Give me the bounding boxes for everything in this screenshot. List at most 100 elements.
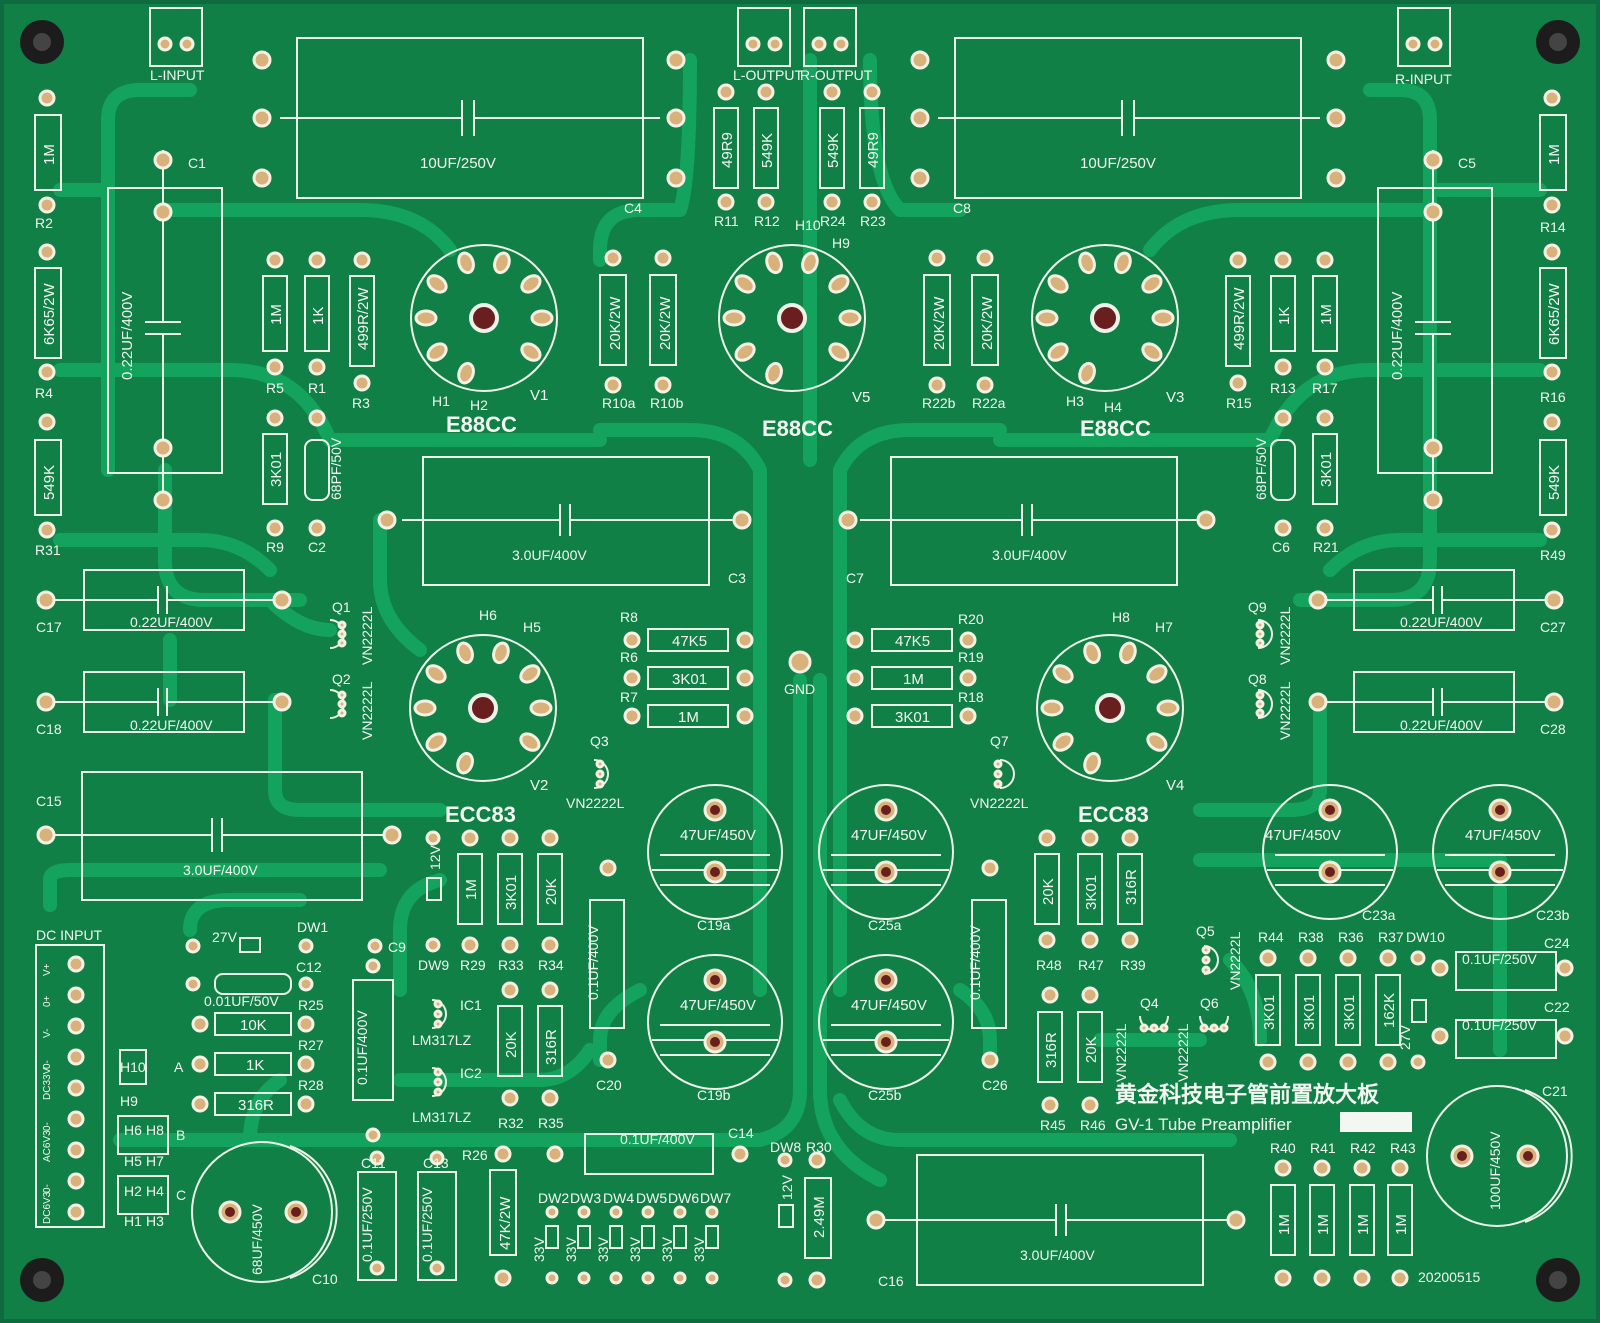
- dw9-ref: DW9: [418, 957, 449, 973]
- h4-label: H4: [1104, 399, 1122, 415]
- socket-pin: [801, 251, 819, 275]
- r5-ref: R5: [266, 380, 284, 396]
- r39-value: 316R: [1123, 869, 1140, 905]
- zener-pad: [641, 1271, 655, 1285]
- dw1-ref: DW1: [297, 919, 328, 935]
- h9-pin-label: H9: [120, 1093, 138, 1109]
- r43-value: 1M: [1393, 1214, 1410, 1235]
- small-film-caps: 0.1UF/400V C20 0.1UF/400V C26 0.1UF/400V…: [546, 859, 1008, 1175]
- q7-value: VN2222L: [970, 795, 1029, 811]
- q6-ref: Q6: [1200, 995, 1219, 1011]
- r12-ref: R12: [754, 213, 780, 229]
- r3-ref: R3: [352, 395, 370, 411]
- zener-pad: [705, 1271, 719, 1285]
- r48-ref: R48: [1036, 957, 1062, 973]
- c5-value: 0.22UF/400V: [1389, 292, 1406, 380]
- dw4-ref: DW4: [603, 1190, 634, 1206]
- z12-left-value: 12V: [427, 844, 443, 870]
- r22a-ref: R22a: [972, 395, 1006, 411]
- socket-pin: [456, 641, 474, 665]
- capacitor-c18: 0.22UF/400V C18: [36, 671, 292, 737]
- r17-value: 1M: [1318, 304, 1335, 325]
- r30-ref: R30: [806, 1139, 832, 1155]
- r7-ref: R7: [620, 689, 638, 705]
- capacitor-c16: 3.0UF/400V C16: [866, 1154, 1246, 1289]
- dc-pin-label: V+: [42, 963, 53, 976]
- r11-value: 49R9: [719, 132, 736, 168]
- r17-ref: R17: [1312, 380, 1338, 396]
- r2-value: 1M: [41, 144, 58, 165]
- r13-ref: R13: [1270, 380, 1296, 396]
- tube-socket-v3: E88CC V3 H3 H4: [1031, 244, 1184, 441]
- c19a-value: 47UF/450V: [680, 827, 756, 844]
- capacitor-c24: 0.1UF/250V C24: [1431, 935, 1574, 991]
- zener-value: 33V: [659, 1236, 675, 1262]
- r15-value: 499R/2W: [1231, 287, 1248, 350]
- r34-ref: R34: [538, 957, 564, 973]
- q4-value: VN2222L: [1113, 1023, 1129, 1082]
- r26-value: 47K/2W: [497, 1196, 514, 1250]
- socket-pin: [1052, 732, 1074, 752]
- socket-pin: [1047, 342, 1069, 362]
- c8-ref: C8: [953, 200, 971, 216]
- socket-pin: [1119, 641, 1137, 665]
- right-column-resistors: 1M R14 6K65/2W R16 549K R49: [1539, 89, 1567, 563]
- h6-pin-label: H6: [124, 1122, 142, 1138]
- dc-pin: [67, 1017, 85, 1035]
- plate-resistors: 20K/2W R10a 20K/2W R10b 20K/2W R22b 20K/…: [599, 249, 1006, 411]
- zener-value: 33V: [563, 1236, 579, 1262]
- c23a-ref: C23a: [1362, 907, 1396, 923]
- socket-pin: [734, 274, 756, 294]
- z27-left-value: 27V: [212, 929, 238, 945]
- c26-value: 0.1UF/400V: [967, 925, 983, 1000]
- r10b-value: 20K/2W: [657, 296, 674, 350]
- r12-value: 549K: [759, 133, 776, 168]
- r22b-value: 20K/2W: [931, 296, 948, 350]
- c2-ref: C2: [308, 539, 326, 555]
- capacitor-c28: 0.22UF/400V C28: [1308, 671, 1566, 737]
- capacitor-c15: 3.0UF/400V C15: [36, 771, 402, 901]
- capacitor-c17: 0.22UF/400V C17: [36, 569, 292, 635]
- r31-value: 549K: [41, 465, 58, 500]
- socket-pin: [1035, 309, 1059, 327]
- zener-pad: [673, 1205, 687, 1219]
- z12-bottom-value: 12V: [779, 1174, 795, 1200]
- h3-label: H3: [1066, 393, 1084, 409]
- c22-value: 0.1UF/250V: [1462, 1017, 1537, 1033]
- dc-pin: [67, 1141, 85, 1159]
- c25a-value: 47UF/450V: [851, 827, 927, 844]
- socket-pin: [1146, 732, 1168, 752]
- l-output-label: L-OUTPUT: [733, 67, 803, 83]
- r3-value: 499R/2W: [355, 287, 372, 350]
- socket-pin: [765, 361, 783, 385]
- c17-value: 0.22UF/400V: [130, 614, 213, 630]
- c4-ref: C4: [624, 200, 642, 216]
- h2-label: H2: [470, 397, 488, 413]
- r35-ref: R35: [538, 1115, 564, 1131]
- dw10-ref: DW10: [1406, 929, 1445, 945]
- q9-ref: Q9: [1248, 599, 1267, 615]
- c18-value: 0.22UF/400V: [130, 717, 213, 733]
- h8-label: H8: [1112, 609, 1130, 625]
- dc-pin-label: 0-: [42, 1184, 53, 1193]
- zener-pad: [609, 1205, 623, 1219]
- r33-value: 3K01: [503, 875, 520, 910]
- r46-ref: R46: [1080, 1117, 1106, 1133]
- q3-ref: Q3: [590, 733, 609, 749]
- r4-value: 6K65/2W: [41, 282, 58, 345]
- socket-pin: [1078, 361, 1096, 385]
- c24-ref: C24: [1544, 935, 1570, 951]
- dw6-ref: DW6: [668, 1190, 699, 1206]
- r34-value: 20K: [543, 878, 560, 905]
- zener-body: [705, 1225, 719, 1249]
- c25b-value: 47UF/450V: [851, 997, 927, 1014]
- q2-value: VN2222L: [359, 681, 375, 740]
- r18-value: 3K01: [895, 709, 930, 726]
- c14-ref: C14: [728, 1125, 754, 1141]
- c20-value: 0.1UF/400V: [585, 925, 601, 1000]
- c19b-value: 47UF/450V: [680, 997, 756, 1014]
- dw7-ref: DW7: [700, 1190, 731, 1206]
- c28-value: 0.22UF/400V: [1400, 717, 1483, 733]
- r33-ref: R33: [498, 957, 524, 973]
- c16-ref: C16: [878, 1273, 904, 1289]
